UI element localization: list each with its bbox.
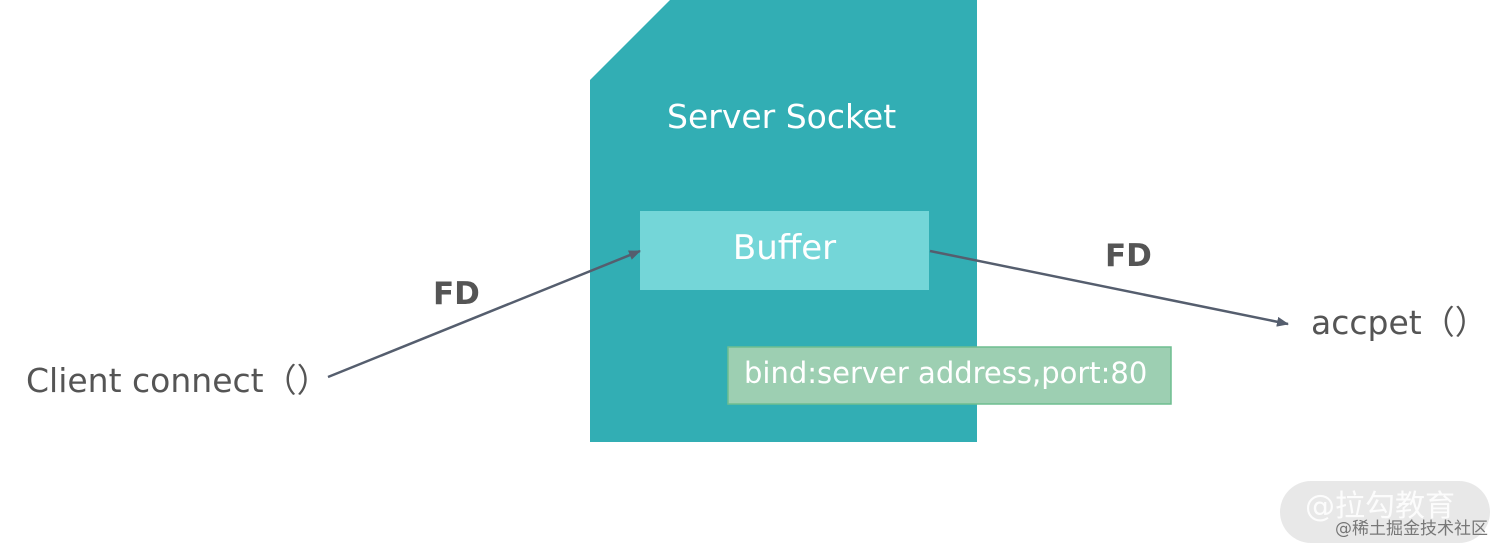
bind-address-box <box>727 346 1172 405</box>
server-socket-title: Server Socket <box>667 97 897 136</box>
fd-label-client-edge: FD <box>433 276 480 312</box>
fd-label-accept-edge: FD <box>1105 238 1152 274</box>
buffer-label: Buffer <box>732 228 837 268</box>
accept-label: accpet（） <box>1311 303 1488 342</box>
bind-address-label: bind:server address,port:80 <box>744 356 1148 390</box>
watermark-brand: @拉勾教育 <box>1305 489 1455 524</box>
watermark-badge <box>1280 481 1490 543</box>
buffer-to-accept-arrow <box>929 249 1289 327</box>
watermark-site: @稀土掘金技术社区 <box>1335 519 1488 539</box>
client-connect-label: Client connect（） <box>26 361 330 400</box>
buffer-box <box>640 211 929 290</box>
client-to-buffer-arrow <box>327 249 641 379</box>
